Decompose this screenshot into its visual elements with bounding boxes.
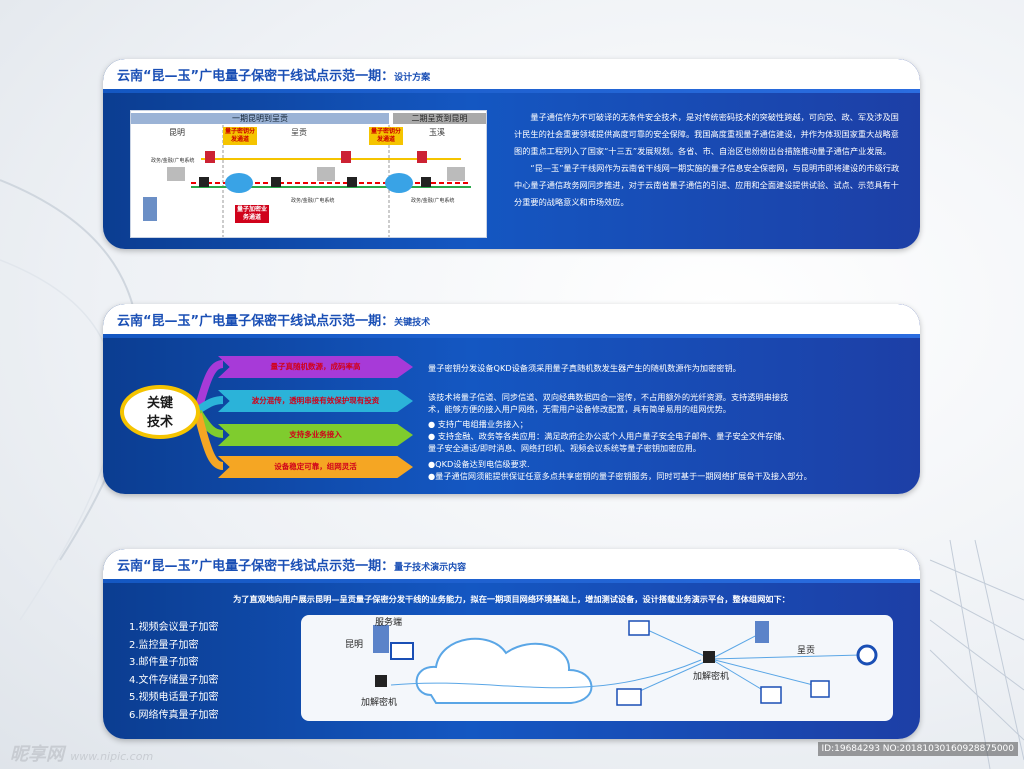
paragraph-2: “昆—玉”量子干线网作为云南省干线网一期实施的量子信息安全保密网，与昆明市即将建… [514,163,900,207]
phase2-header: 二期呈贡到昆明 [393,113,486,124]
list-item: 2.监控量子加密 [129,639,199,651]
paragraph-1: 量子通信作为不可破译的无条件安全技术，是对传统密码技术的突破性跨越，可向党、政、… [514,112,899,156]
demo-network-diagram: 服务端 昆明 加解密机 加解密机 呈贡 [301,615,893,721]
panel-header: 云南“昆—玉”广电量子保密干线试点示范一期：量子技术演示内容 [103,549,920,583]
site-watermark: 昵享网 www.nipic.com [10,744,154,765]
tech-desc-3: ● 支持广电组播业务接入； ● 支持金融、政务等各类应用：满足政府企办公或个人用… [428,419,790,453]
key-tech-badge: 关键 技术 [120,385,200,439]
tech-desc-1: 量子密钥分发设备QKD设备须采用量子真随机数发生器产生的随机数源作为加密密钥。 [428,363,741,373]
panel-header: 云南“昆—玉”广电量子保密干线试点示范一期：设计方案 [103,59,920,93]
encryptor-label-2: 加解密机 [693,672,730,682]
arrow-multi-service: 支持多业务接入 [218,424,413,446]
list-item: 5.视频电话量子加密 [129,692,219,703]
image-id-watermark: ID:19684293 NO:20181030160928875000 [817,742,1018,756]
system-label-3: 政务/金融/广电系统 [411,198,455,204]
panel-subtitle: 量子技术演示内容 [394,563,467,573]
arrow-stability: 设备稳定可靠，组网灵活 [218,456,413,478]
panel-title: 云南“昆—玉”广电量子保密干线试点示范一期：设计方案 [117,69,431,84]
city-yuxi: 玉溪 [429,128,445,137]
list-item: 6.网络传真量子加密 [129,709,219,721]
diagram-graphics [143,125,471,237]
key-tech-panel: 云南“昆—玉”广电量子保密干线试点示范一期：关键技术 关键 技术 量子真随机数源… [103,304,920,494]
panel-subtitle: 关键技术 [394,318,431,328]
network-diagram: 一期昆明到呈贡 二期呈贡到昆明 昆明 呈贡 玉溪 量子密钥分发通道 量子密钥分发 [130,110,487,238]
chenggong-label: 呈贡 [797,646,816,656]
demo-panel: 云南“昆—玉”广电量子保密干线试点示范一期：量子技术演示内容 为了直观地向用户展… [103,549,920,739]
kunming-label: 昆明 [345,640,364,650]
encryptor-label-1: 加解密机 [361,698,398,708]
network-graphics [373,620,878,706]
city-kunming: 昆明 [169,128,185,137]
system-label-1: 政务/金融/广电系统 [151,158,195,164]
qkd-channel-tag: 量子密钥分发通道 [223,127,257,145]
encryption-channel-tag: 量子加密业务通道 [235,205,269,223]
demo-list: 1.视频会议量子加密 2.监控量子加密 3.邮件量子加密 4.文件存储量子加密 … [129,619,219,724]
list-item: 3.邮件量子加密 [129,657,199,668]
tech-desc-4: ●QKD设备达到电信级要求. ●量子通信网须能提供保证任意多点共享密钥的量子密钥… [428,459,812,481]
arrow-random-source: 量子真随机数源，成码率高 [218,356,413,378]
branch-connectors [194,360,224,470]
system-label-2: 政务/金融/广电系统 [291,198,335,204]
panel-header: 云南“昆—玉”广电量子保密干线试点示范一期：关键技术 [103,304,920,338]
design-description: 量子通信作为不可破译的无条件安全技术，是对传统密码技术的突破性跨越，可向党、政、… [514,109,902,211]
tech-desc-2: 该技术将量子信道、同步信道、双向经典数据四合一混传，不占用额外的光纤资源。支持透… [428,392,789,414]
demo-headline: 为了直观地向用户展示昆明—呈贡量子保密分发干线的业务能力，拟在一期项目网络环境基… [233,594,790,604]
design-panel: 云南“昆—玉”广电量子保密干线试点示范一期：设计方案 一期昆明到呈贡 二期呈贡到… [103,59,920,249]
panel-subtitle: 设计方案 [394,73,431,83]
panel-title: 云南“昆—玉”广电量子保密干线试点示范一期：量子技术演示内容 [117,559,467,574]
server-label: 服务端 [375,618,403,628]
qkd-channel-tag-2: 量子密钥分发通道 [369,127,403,145]
list-item: 1.视频会议量子加密 [129,622,219,633]
list-item: 4.文件存储量子加密 [129,674,219,686]
city-chenggong: 呈贡 [291,128,307,137]
panel-title: 云南“昆—玉”广电量子保密干线试点示范一期：关键技术 [117,314,431,329]
arrow-wdm: 波分混传，透明串接有效保护现有投资 [218,390,413,412]
phase1-header: 一期昆明到呈贡 [131,113,389,124]
